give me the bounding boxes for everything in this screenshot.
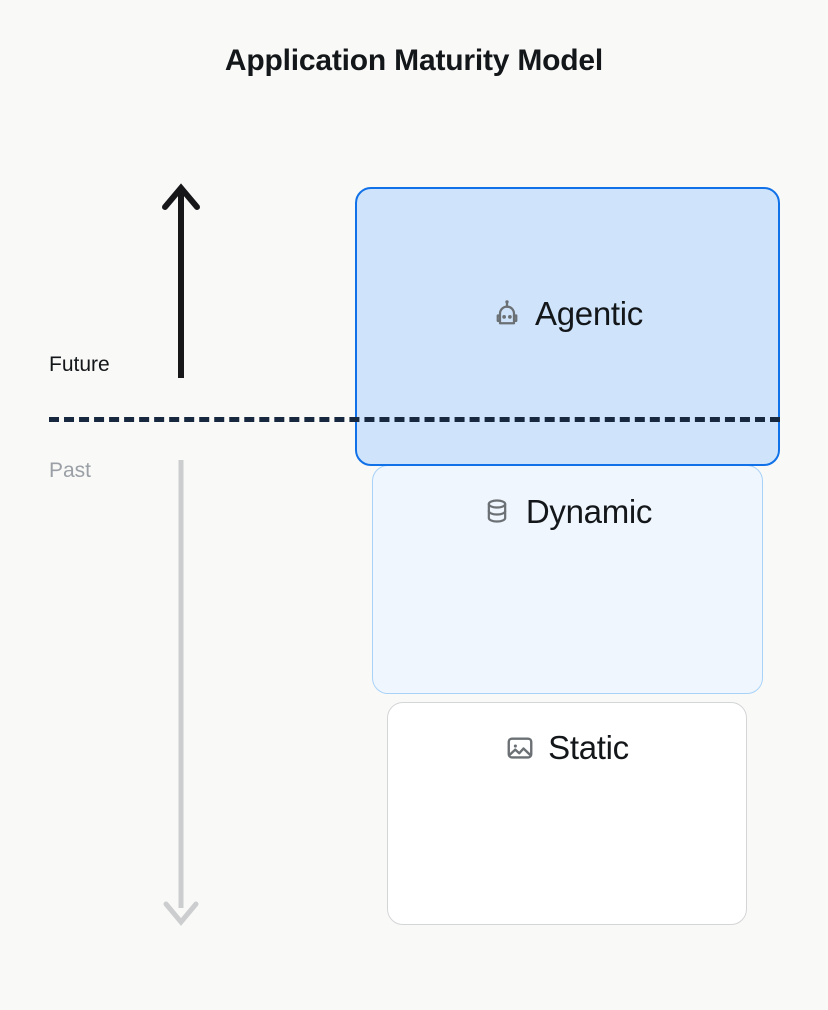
image-icon <box>505 733 535 763</box>
axis-label-future: Future <box>49 353 110 376</box>
dashed-divider <box>49 417 780 422</box>
arrow-down-icon <box>163 460 199 926</box>
arrow-up-icon <box>162 183 200 378</box>
layer-static-content: Static <box>505 731 629 764</box>
page-title: Application Maturity Model <box>224 44 604 77</box>
layer-agentic[interactable]: Agentic <box>355 187 780 466</box>
layer-dynamic-label: Dynamic <box>525 493 653 530</box>
axis-label-past: Past <box>49 459 92 482</box>
layer-agentic-content: Agentic <box>492 297 643 330</box>
layer-dynamic[interactable]: Dynamic <box>372 465 763 694</box>
layer-static-label: Static <box>548 729 629 766</box>
database-icon <box>483 497 513 527</box>
layer-agentic-label: Agentic <box>535 295 643 332</box>
layer-static[interactable]: Static <box>387 702 747 925</box>
layer-dynamic-content: Dynamic <box>483 495 652 528</box>
robot-icon <box>492 299 522 329</box>
